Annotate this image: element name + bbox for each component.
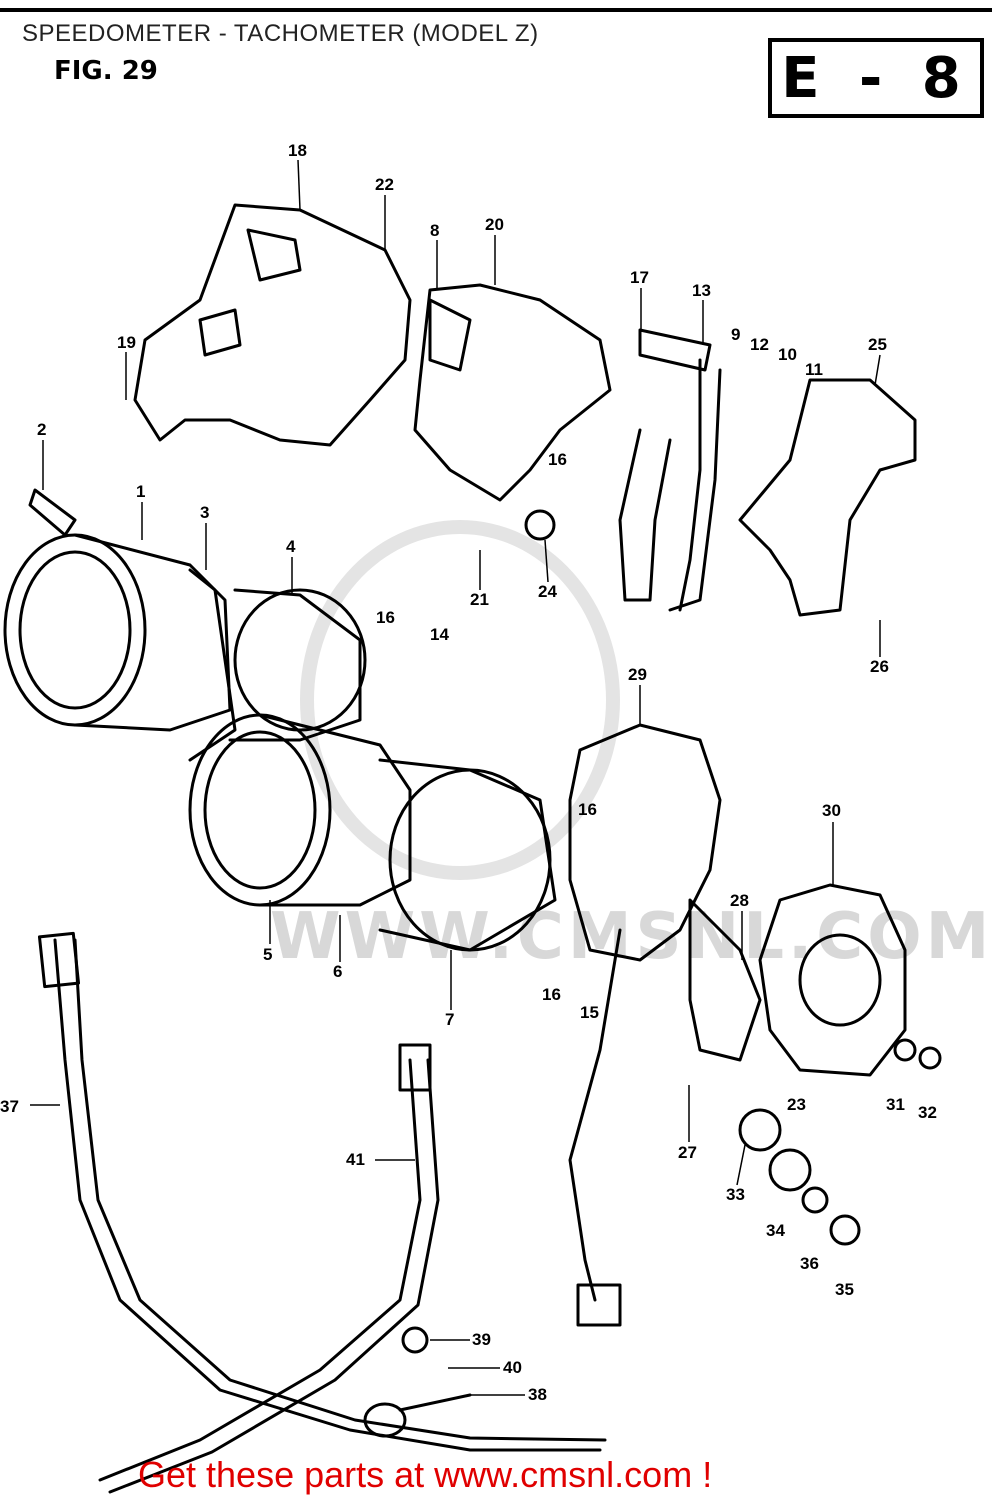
part-label-38: 38 (528, 1385, 547, 1404)
part-shape-case-30 (758, 883, 907, 1077)
part-label-14: 14 (430, 625, 449, 644)
section-code-box: E - 8 (768, 38, 984, 118)
part-label-16d: 16 (542, 985, 561, 1004)
part-label-9: 9 (731, 325, 740, 344)
part-label-33: 33 (726, 1185, 745, 1204)
part-label-39: 39 (472, 1330, 491, 1349)
part-shape-cover-18 (133, 203, 412, 447)
part-label-16c: 16 (578, 800, 597, 819)
part-label-20: 20 (485, 215, 504, 234)
part-label-29: 29 (628, 665, 647, 684)
part-label-34: 34 (766, 1221, 785, 1240)
part-label-40: 40 (503, 1358, 522, 1377)
part-label-10: 10 (778, 345, 797, 364)
watermark-text: WWW.CMSNL.COM (270, 900, 992, 974)
part-label-6: 6 (333, 962, 342, 981)
part-shape-bracket-25 (738, 378, 917, 617)
part-shape-cover-20 (413, 283, 612, 502)
part-label-15: 15 (580, 1003, 599, 1022)
part-label-41: 41 (346, 1150, 365, 1169)
part-label-32: 32 (918, 1103, 937, 1122)
part-label-36: 36 (800, 1254, 819, 1273)
part-label-23: 23 (787, 1095, 806, 1114)
part-label-5: 5 (263, 945, 272, 964)
part-label-16b: 16 (376, 608, 395, 627)
part-label-4: 4 (286, 537, 296, 556)
part-labels: 18 22 8 20 17 13 9 12 10 11 25 19 2 1 3 … (0, 141, 937, 1404)
figure-label: FIG. 29 (54, 56, 158, 86)
part-label-18: 18 (288, 141, 307, 160)
page-title: SPEEDOMETER - TACHOMETER (MODEL Z) (22, 20, 539, 47)
part-label-25: 25 (868, 335, 887, 354)
part-label-1: 1 (136, 482, 145, 501)
part-shape-speedometer-1 (3, 533, 147, 727)
part-label-30: 30 (822, 801, 841, 820)
part-label-37: 37 (0, 1097, 19, 1116)
part-label-24: 24 (538, 582, 557, 601)
part-shape-case-29 (568, 723, 722, 962)
part-label-27: 27 (678, 1143, 697, 1162)
part-label-17: 17 (630, 268, 649, 287)
part-label-28: 28 (730, 891, 749, 910)
part-label-8: 8 (430, 221, 439, 240)
part-label-22: 22 (375, 175, 394, 194)
part-label-35: 35 (835, 1280, 854, 1299)
part-shape-tachometer-5 (188, 713, 332, 907)
part-label-26: 26 (870, 657, 889, 676)
part-label-12: 12 (750, 335, 769, 354)
part-label-3: 3 (200, 503, 209, 522)
part-label-11: 11 (805, 360, 823, 379)
part-label-21: 21 (470, 590, 489, 609)
part-label-7: 7 (445, 1010, 454, 1029)
footer-cta[interactable]: Get these parts at www.cmsnl.com ! (138, 1454, 713, 1495)
part-label-2: 2 (37, 420, 46, 439)
part-shape-cable-37 (53, 938, 602, 1452)
part-label-16a: 16 (548, 450, 567, 469)
part-label-13: 13 (692, 281, 711, 300)
part-label-19: 19 (117, 333, 136, 352)
section-code: E - 8 (781, 45, 971, 111)
part-label-31: 31 (886, 1095, 905, 1114)
top-rule (0, 8, 992, 12)
part-shape-cable-41 (98, 1058, 422, 1482)
